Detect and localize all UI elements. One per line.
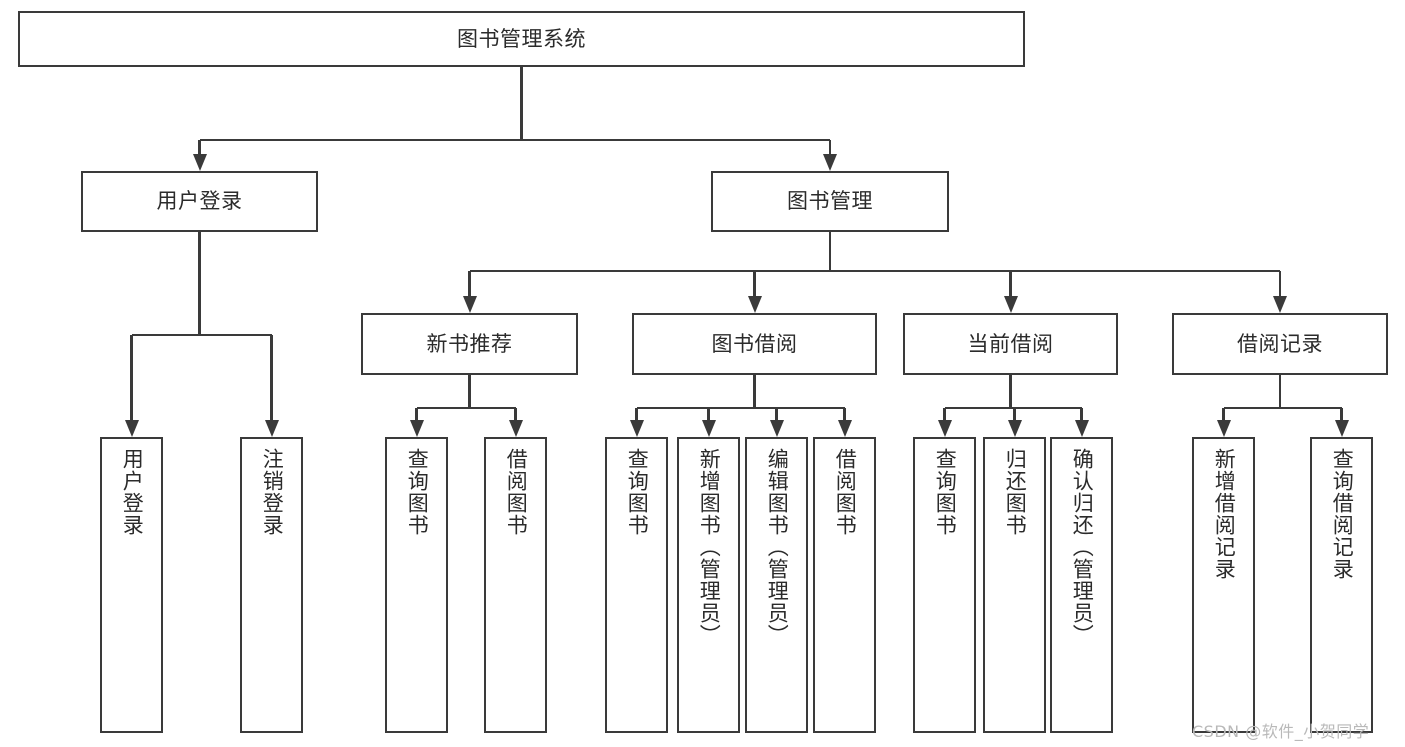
connector-drop: [1080, 408, 1083, 420]
node-book-management: 图书管理: [711, 171, 949, 232]
arrowhead-icon: [747, 296, 762, 313]
node-label: 当前借阅: [967, 331, 1054, 356]
node-leaf-leaf-borrow-book-recommend: 借阅图书: [484, 437, 547, 733]
node-label: 用户登录: [156, 189, 243, 214]
node-label: 借阅记录: [1237, 331, 1323, 356]
node-new-book-recommend: 新书推荐: [361, 313, 578, 375]
arrowhead-icon: [124, 420, 139, 437]
connector-stem: [468, 375, 471, 408]
connector-bus: [416, 406, 516, 410]
arrowhead-icon: [508, 420, 523, 437]
connector-drop: [635, 408, 638, 420]
connector-drop: [130, 335, 133, 420]
arrowhead-icon: [1074, 420, 1089, 437]
connector-drop: [1013, 408, 1016, 420]
arrowhead-icon: [1216, 420, 1231, 437]
node-leaf-leaf-query-borrow-record: 查询借阅记录: [1310, 437, 1373, 733]
node-label: 查询图书: [405, 448, 430, 536]
arrowhead-icon: [1273, 296, 1287, 313]
connector-drop: [514, 408, 517, 420]
connector-drop: [943, 408, 946, 420]
node-leaf-leaf-return-book: 归还图书: [983, 437, 1046, 733]
connector-drop: [843, 408, 846, 420]
connector-drop: [1222, 408, 1225, 420]
watermark: CSDN @软件_小贺同学: [1192, 722, 1370, 741]
connector-drop: [828, 140, 832, 154]
connector-drop: [753, 271, 756, 296]
node-label: 注销登录: [260, 448, 285, 536]
connector-stem: [753, 375, 756, 408]
node-label: 新书推荐: [426, 331, 513, 356]
connector-drop: [1278, 271, 1282, 296]
node-leaf-leaf-query-book-current: 查询图书: [913, 437, 976, 733]
node-label: 查询图书: [625, 448, 650, 536]
connector-stem: [1009, 375, 1012, 408]
connector-bus: [199, 138, 830, 142]
node-label: 查询图书: [933, 448, 958, 536]
arrowhead-icon: [837, 420, 852, 437]
node-leaf-leaf-borrow-book: 借阅图书: [813, 437, 876, 733]
node-leaf-leaf-user-logout: 注销登录: [240, 437, 303, 733]
node-leaf-leaf-add-borrow-record: 新增借阅记录: [1192, 437, 1255, 733]
connector-drop: [468, 271, 471, 296]
arrowhead-icon: [409, 420, 424, 437]
arrowhead-icon: [1334, 420, 1349, 437]
arrowhead-icon: [769, 420, 784, 437]
node-label: 新增借阅记录: [1212, 448, 1237, 580]
connector-bus: [131, 333, 272, 337]
node-label: 图书管理: [787, 189, 873, 214]
node-label: 查询借阅记录: [1330, 448, 1355, 580]
arrowhead-icon: [937, 420, 952, 437]
connector-drop: [415, 408, 418, 420]
arrowhead-icon: [1003, 296, 1018, 313]
connector-bus: [944, 406, 1082, 410]
node-label: 图书借阅: [711, 331, 798, 356]
connector-drop: [1009, 271, 1012, 296]
node-label: 用户登录: [120, 448, 145, 536]
node-label: 确认归还（管理员）: [1070, 448, 1095, 646]
node-root-root: 图书管理系统: [18, 11, 1025, 67]
connector-drop: [707, 408, 710, 420]
connector-drop: [775, 408, 778, 420]
node-current-borrow: 当前借阅: [903, 313, 1118, 375]
arrowhead-icon: [823, 154, 837, 171]
connector-bus: [469, 269, 1280, 273]
node-label: 图书管理系统: [457, 26, 586, 51]
node-leaf-leaf-query-book-borrow: 查询图书: [605, 437, 668, 733]
arrowhead-icon: [462, 296, 477, 313]
connector-bus: [636, 406, 845, 410]
node-book-borrow: 图书借阅: [632, 313, 877, 375]
connector-drop: [1340, 408, 1343, 420]
node-user-login: 用户登录: [81, 171, 318, 232]
connector-bus: [1223, 406, 1342, 410]
connector-drop: [270, 335, 273, 420]
node-label: 新增图书（管理员）: [697, 448, 722, 646]
node-leaf-leaf-confirm-return-admin: 确认归还（管理员）: [1050, 437, 1113, 733]
arrowhead-icon: [264, 420, 279, 437]
node-leaf-leaf-query-book-recommend: 查询图书: [385, 437, 448, 733]
node-label: 归还图书: [1003, 448, 1028, 536]
connector-stem: [828, 232, 832, 271]
node-leaf-leaf-user-login: 用户登录: [100, 437, 163, 733]
arrowhead-icon: [1007, 420, 1022, 437]
arrowhead-icon: [701, 420, 716, 437]
node-leaf-leaf-edit-book-admin: 编辑图书（管理员）: [745, 437, 808, 733]
node-borrow-record: 借阅记录: [1172, 313, 1388, 375]
arrowhead-icon: [192, 154, 207, 171]
connector-stem: [520, 67, 523, 140]
node-leaf-leaf-add-book-admin: 新增图书（管理员）: [677, 437, 740, 733]
node-label: 借阅图书: [504, 448, 529, 536]
node-label: 借阅图书: [833, 448, 858, 536]
connector-stem: [198, 232, 201, 335]
node-label: 编辑图书（管理员）: [765, 448, 790, 646]
arrowhead-icon: [629, 420, 644, 437]
connector-stem: [1278, 375, 1282, 408]
connector-drop: [198, 140, 201, 154]
